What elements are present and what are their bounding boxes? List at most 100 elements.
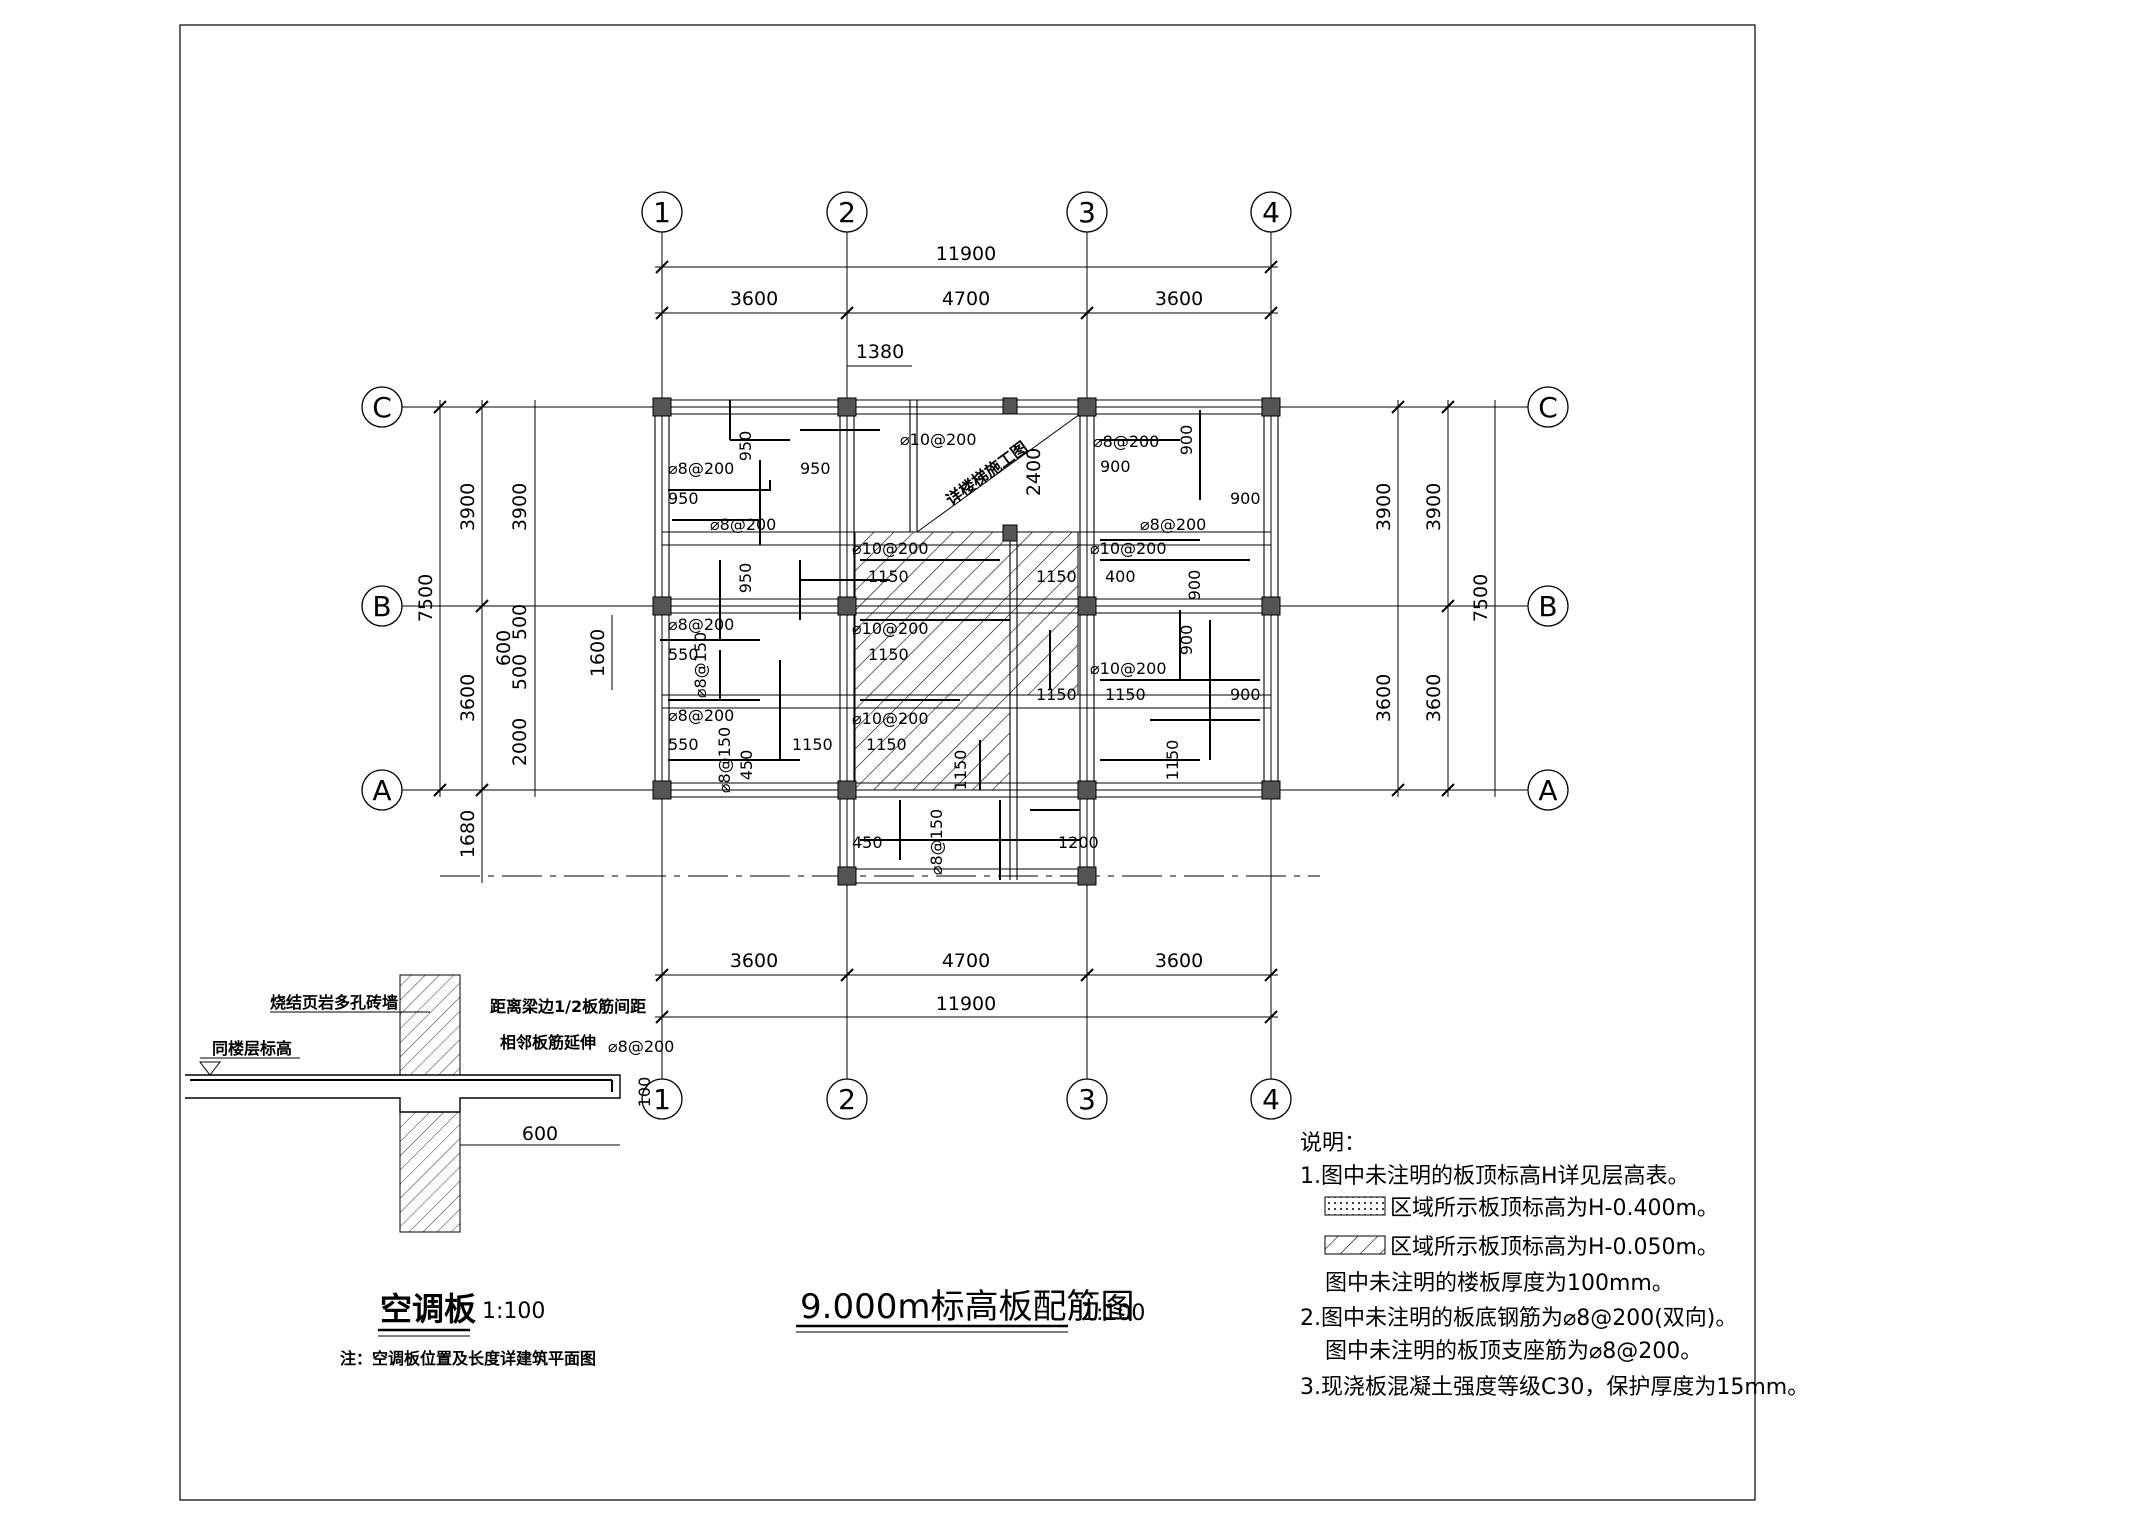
rebar-label: ⌀10@200 [852,619,929,638]
detail-rebar: ⌀8@200 [608,1037,674,1056]
main-title-scale: 1:100 [1082,1301,1145,1326]
legend-dots-swatch [1324,1196,1386,1216]
dim-right-bay: 3600 [1373,674,1395,722]
note-item: 2.图中未注明的板底钢筋为⌀8@200(双向)。 [1300,1306,1737,1331]
svg-text:1: 1 [653,196,671,229]
rebar-label: 450 [737,750,756,781]
svg-text:3: 3 [1078,1083,1096,1116]
notes-heading: 说明： [1300,1131,1366,1156]
rebar-label: 1150 [1036,685,1077,704]
grid-bubble: B [361,585,403,627]
rebar-label: 1150 [1163,740,1182,781]
rebar-label: ⌀8@200 [668,459,734,478]
wall-lower [399,1111,461,1233]
legend-hatch-swatch [1324,1235,1386,1255]
svg-text:3: 3 [1078,196,1096,229]
rebar-label: 1150 [868,567,909,586]
rebar-label: 950 [736,563,755,594]
svg-text:1: 1 [653,1083,671,1116]
rebar-label: ⌀8@200 [668,706,734,725]
dim-left-inner: 600 [493,630,515,666]
rebar-label: 900 [1185,570,1204,601]
rebar-label: 950 [736,431,755,462]
svg-text:2: 2 [838,1083,856,1116]
dimension-ticks [433,260,1455,1024]
wall-label: 烧结页岩多孔砖墙 [270,993,398,1012]
rebar-label: ⌀10@200 [852,539,929,558]
svg-text:2: 2 [838,196,856,229]
rebar-label: 900 [1177,425,1196,456]
rebar-label: ⌀10@200 [852,709,929,728]
dimension-lines [439,266,1496,1018]
rebar-label: 900 [1177,625,1196,656]
grid-bubble: 4 [1250,191,1292,233]
dim-total-top: 11900 [936,243,996,265]
dim-left-inner: 500 [509,654,531,690]
grid-bubble: 3 [1066,191,1108,233]
detail-thickness: 100 [635,1077,654,1108]
grid-bubble: 2 [826,191,868,233]
note-item: 区域所示板顶标高为H-0.400m。 [1390,1196,1719,1221]
svg-text:B: B [372,590,391,623]
rebar-label: ⌀8@200 [1140,515,1206,534]
rebar-label: 1150 [792,735,833,754]
slab-outline [185,1074,621,1113]
rebar-label: ⌀8@200 [668,615,734,634]
svg-text:C: C [1538,391,1558,424]
rebar-label: ⌀10@200 [900,430,977,449]
dim-right-bay: 3600 [1423,674,1445,722]
rebar-label: 1150 [1036,567,1077,586]
dim-left-inner: 3900 [509,483,531,531]
dim-left-inner: 500 [509,604,531,640]
dim-bay-bottom: 4700 [942,950,990,972]
dim-stair: 2400 [1023,448,1045,496]
svg-text:A: A [372,774,391,807]
dim-bay-top: 4700 [942,288,990,310]
grid-bubble: 2 [826,1078,868,1120]
rebar-label: 950 [800,459,831,478]
note-item: 图中未注明的板顶支座筋为⌀8@200。 [1325,1339,1702,1364]
dim-bay-top: 3600 [730,288,778,310]
grid-bubble: 3 [1066,1078,1108,1120]
columns [652,397,1281,886]
rebar-label: ⌀8@150 [927,809,946,875]
dim-right-bay: 3900 [1423,483,1445,531]
svg-text:4: 4 [1262,1083,1280,1116]
rebar-label: 550 [668,735,699,754]
grid-bubble: C [1527,386,1569,428]
dim-opening-left: 1600 [587,629,609,677]
dim-bay-top: 3600 [1155,288,1203,310]
level-note: 同楼层标高 [212,1039,292,1058]
rebar-label: 400 [1105,567,1136,586]
rebar-label: ⌀8@150 [715,727,734,793]
dim-left-inner: 2000 [509,718,531,766]
rebar-label: 1150 [866,735,907,754]
detail-footnote: 注：空调板位置及长度详建筑平面图 [340,1349,596,1368]
dim-right-bay: 3900 [1373,483,1395,531]
dim-right-total: 7500 [1470,574,1492,622]
grid-bubbles-top: 1 2 3 4 [641,191,1292,233]
wall-upper [399,974,461,1076]
dim-bay-bottom: 3600 [1155,950,1203,972]
rebar-label: 450 [852,833,883,852]
rebar-label: 1200 [1058,833,1099,852]
rebar-lines [660,400,1260,880]
rebar-label: ⌀10@200 [1090,539,1167,558]
detail-scale: 1:100 [482,1299,545,1324]
rebar-label: 550 [668,645,699,664]
rebar-label: ⌀8@200 [1093,432,1159,451]
ac-slab-detail: 烧结页岩多孔砖墙 距离梁边1/2板筋间距 相邻板筋延伸 同楼层标高 ⌀8@200… [185,974,674,1368]
note-item: 3.现浇板混凝土强度等级C30，保护厚度为15mm。 [1300,1375,1809,1400]
dim-total-bottom: 11900 [936,993,996,1015]
note-item: 1.图中未注明的板顶标高H详见层高表。 [1300,1164,1690,1189]
rebar-labels: ⌀8@200 ⌀8@200 ⌀8@200 ⌀8@200 ⌀8@200 ⌀8@20… [668,425,1261,875]
dim-left-total: 7500 [415,574,437,622]
rebar-label: ⌀8@200 [710,515,776,534]
rebar-label: 950 [668,489,699,508]
grid-axis-lines [395,230,1535,1080]
dim-opening-top: 1380 [856,341,904,363]
svg-text:B: B [1538,590,1557,623]
sheet-border [179,24,1756,1501]
rebar-label: ⌀10@200 [1090,659,1167,678]
